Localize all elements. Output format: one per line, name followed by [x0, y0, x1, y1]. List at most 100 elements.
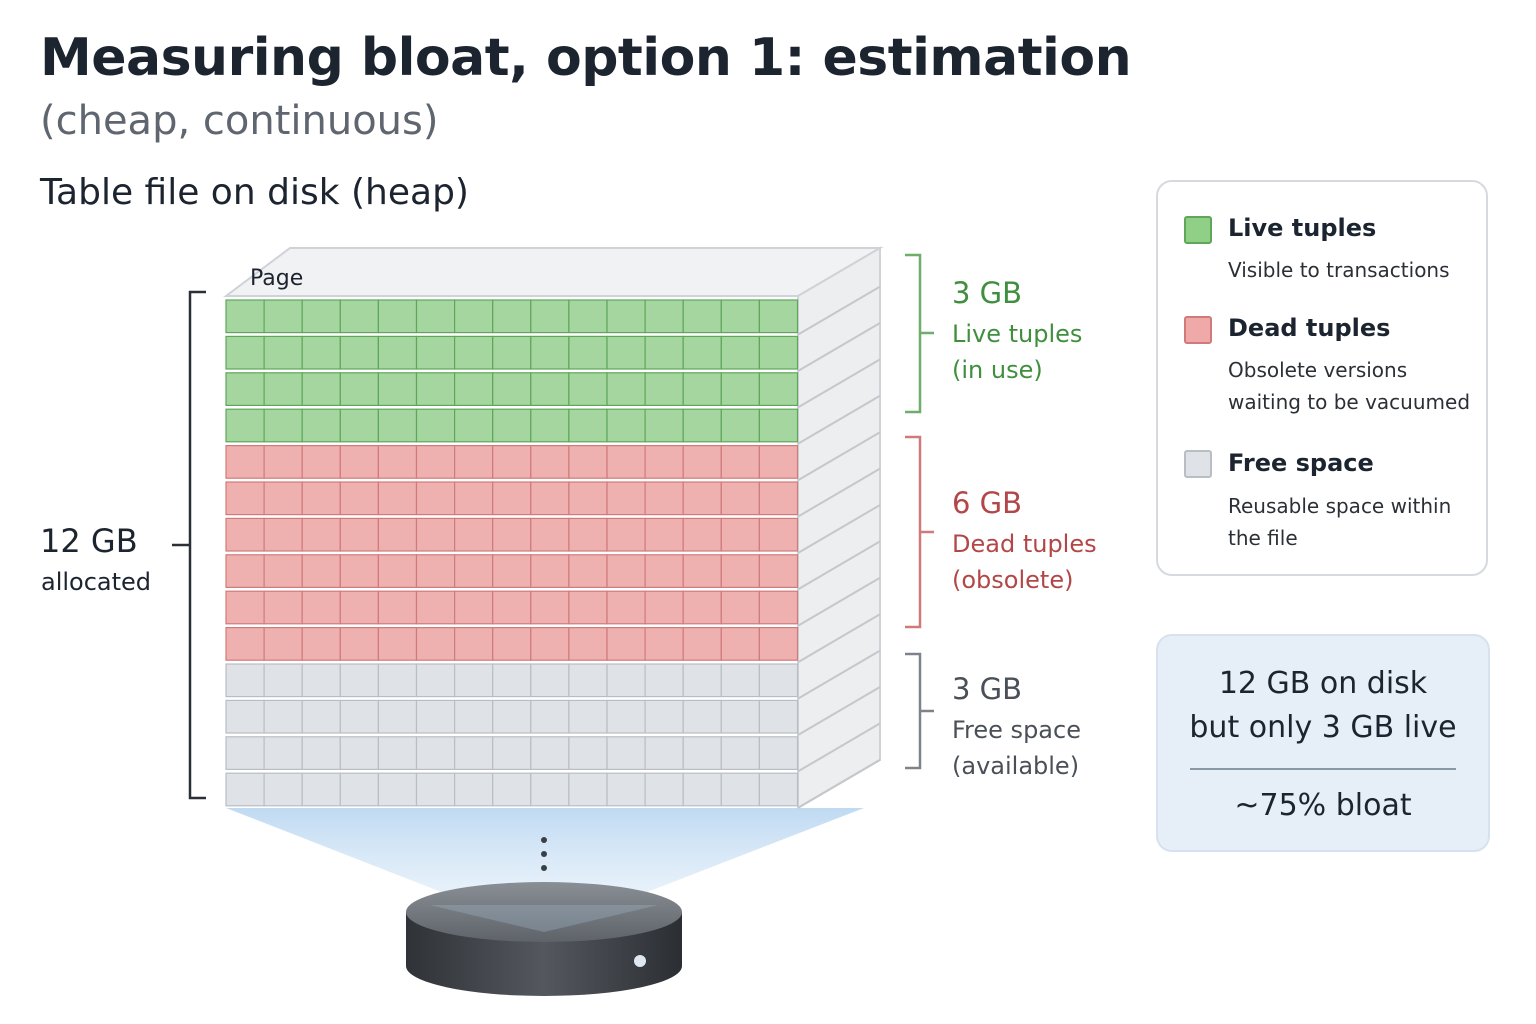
- live-tuple-cell: [377, 408, 418, 443]
- dead-label: Dead tuples: [952, 530, 1097, 558]
- free-tuple-cell: [377, 736, 418, 770]
- free-tuple-cell: [415, 699, 456, 734]
- dead-tuple-cell: [530, 481, 570, 516]
- heap-diagram: [172, 246, 934, 996]
- free-tuple-cell: [530, 772, 570, 807]
- live-tuple-cell: [377, 335, 418, 370]
- ellipsis-icon: [541, 837, 547, 871]
- dead-tuple-cell: [758, 445, 799, 479]
- dead-tuple-cell: [339, 590, 379, 625]
- dead-tuple-cell: [339, 626, 379, 661]
- live-tuple-cell: [339, 408, 379, 443]
- free-tuple-cell: [758, 772, 799, 807]
- free-tuple-cell: [339, 663, 379, 698]
- free-tuple-cell: [720, 772, 760, 807]
- legend-live-name: Live tuples: [1228, 214, 1377, 242]
- dead-tuple-cell: [415, 554, 456, 588]
- live-tuple-cell: [720, 408, 760, 443]
- live-tuple-cell: [530, 335, 570, 370]
- live-tuple-cell: [415, 335, 456, 370]
- free-tuple-cell: [415, 772, 456, 807]
- free-bracket: [905, 652, 934, 770]
- live-tuple-cell: [454, 335, 494, 370]
- live-tuple-cell: [263, 372, 303, 406]
- dead-tuple-cell: [492, 517, 532, 552]
- dead-tuple-cell: [682, 445, 722, 479]
- dead-tuple-cell: [415, 481, 456, 516]
- live-tuple-cell: [225, 372, 265, 406]
- dead-tuple-cell: [758, 517, 799, 552]
- dead-tuple-cell: [530, 554, 570, 588]
- live-tuple-cell: [720, 335, 760, 370]
- live-tuple-cell: [682, 335, 722, 370]
- live-tuple-cell: [530, 372, 570, 406]
- live-tuple-cell: [492, 335, 532, 370]
- side-layer-edge: [797, 613, 881, 664]
- live-tuple-cell: [339, 299, 379, 334]
- dead-tuple-cell: [568, 445, 608, 479]
- live-tuple-cell: [454, 372, 494, 406]
- dead-tuple-cell: [568, 590, 608, 625]
- live-tuple-cell: [758, 372, 799, 406]
- legend-free-desc-1: Reusable space within: [1228, 494, 1452, 518]
- dead-tuple-cell: [492, 626, 532, 661]
- free-tuple-cell: [339, 772, 379, 807]
- live-tuple-cell: [339, 372, 379, 406]
- live-tuple-cell: [682, 408, 722, 443]
- dead-tuple-cell: [492, 445, 532, 479]
- live-tuple-cell: [682, 372, 722, 406]
- side-layer-edge: [797, 649, 881, 700]
- dead-tuple-cell: [263, 554, 303, 588]
- live-tuple-cell: [530, 299, 570, 334]
- free-tuple-cell: [454, 772, 494, 807]
- live-label: Live tuples: [952, 320, 1083, 348]
- free-tuple-cell: [377, 772, 418, 807]
- free-tuple-cell: [606, 772, 646, 807]
- dead-tuple-cell: [644, 481, 684, 516]
- side-layer-edge: [797, 431, 881, 482]
- dead-tuple-cell: [568, 481, 608, 516]
- free-tuple-cell: [758, 699, 799, 734]
- dead-tuple-cell: [682, 590, 722, 625]
- live-note: (in use): [952, 356, 1043, 384]
- dead-tuple-cell: [454, 517, 494, 552]
- summary-box: 12 GB on disk but only 3 GB live ~75% bl…: [1156, 634, 1490, 852]
- dead-tuple-cell: [339, 554, 379, 588]
- free-tuple-cell: [720, 736, 760, 770]
- live-tuple-cell: [415, 372, 456, 406]
- free-tuple-cell: [568, 736, 608, 770]
- live-tuple-cell: [492, 372, 532, 406]
- dead-tuple-cell: [606, 590, 646, 625]
- dead-tuple-cell: [606, 517, 646, 552]
- live-tuple-cell: [568, 299, 608, 334]
- free-tuple-cell: [263, 736, 303, 770]
- dead-tuple-cell: [225, 517, 265, 552]
- free-tuple-cell: [568, 663, 608, 698]
- live-tuple-cell: [339, 335, 379, 370]
- free-tuple-cell: [301, 663, 341, 698]
- dead-tuple-cell: [339, 481, 379, 516]
- dead-tuple-cell: [720, 517, 760, 552]
- free-tuple-cell: [263, 663, 303, 698]
- dead-tuple-cell: [301, 554, 341, 588]
- side-layer-edge: [797, 394, 881, 445]
- dead-tuple-cell: [758, 626, 799, 661]
- live-tuple-cell: [606, 335, 646, 370]
- live-tuple-cell: [301, 372, 341, 406]
- dead-tuple-cell: [339, 445, 379, 479]
- dead-tuple-cell: [454, 481, 494, 516]
- dead-tuple-cell: [606, 481, 646, 516]
- free-tuple-cell: [454, 663, 494, 698]
- live-tuple-cell: [644, 372, 684, 406]
- live-tuple-cell: [606, 372, 646, 406]
- side-layer-edge: [797, 722, 881, 773]
- page-grid: [225, 299, 799, 807]
- dead-tuple-cell: [301, 517, 341, 552]
- dead-tuple-cell: [377, 626, 418, 661]
- dead-tuple-cell: [644, 517, 684, 552]
- live-tuple-cell: [263, 299, 303, 334]
- side-layer-edge: [797, 504, 881, 554]
- dead-tuple-cell: [415, 590, 456, 625]
- side-layer-edge: [797, 758, 881, 809]
- dead-tuple-cell: [530, 590, 570, 625]
